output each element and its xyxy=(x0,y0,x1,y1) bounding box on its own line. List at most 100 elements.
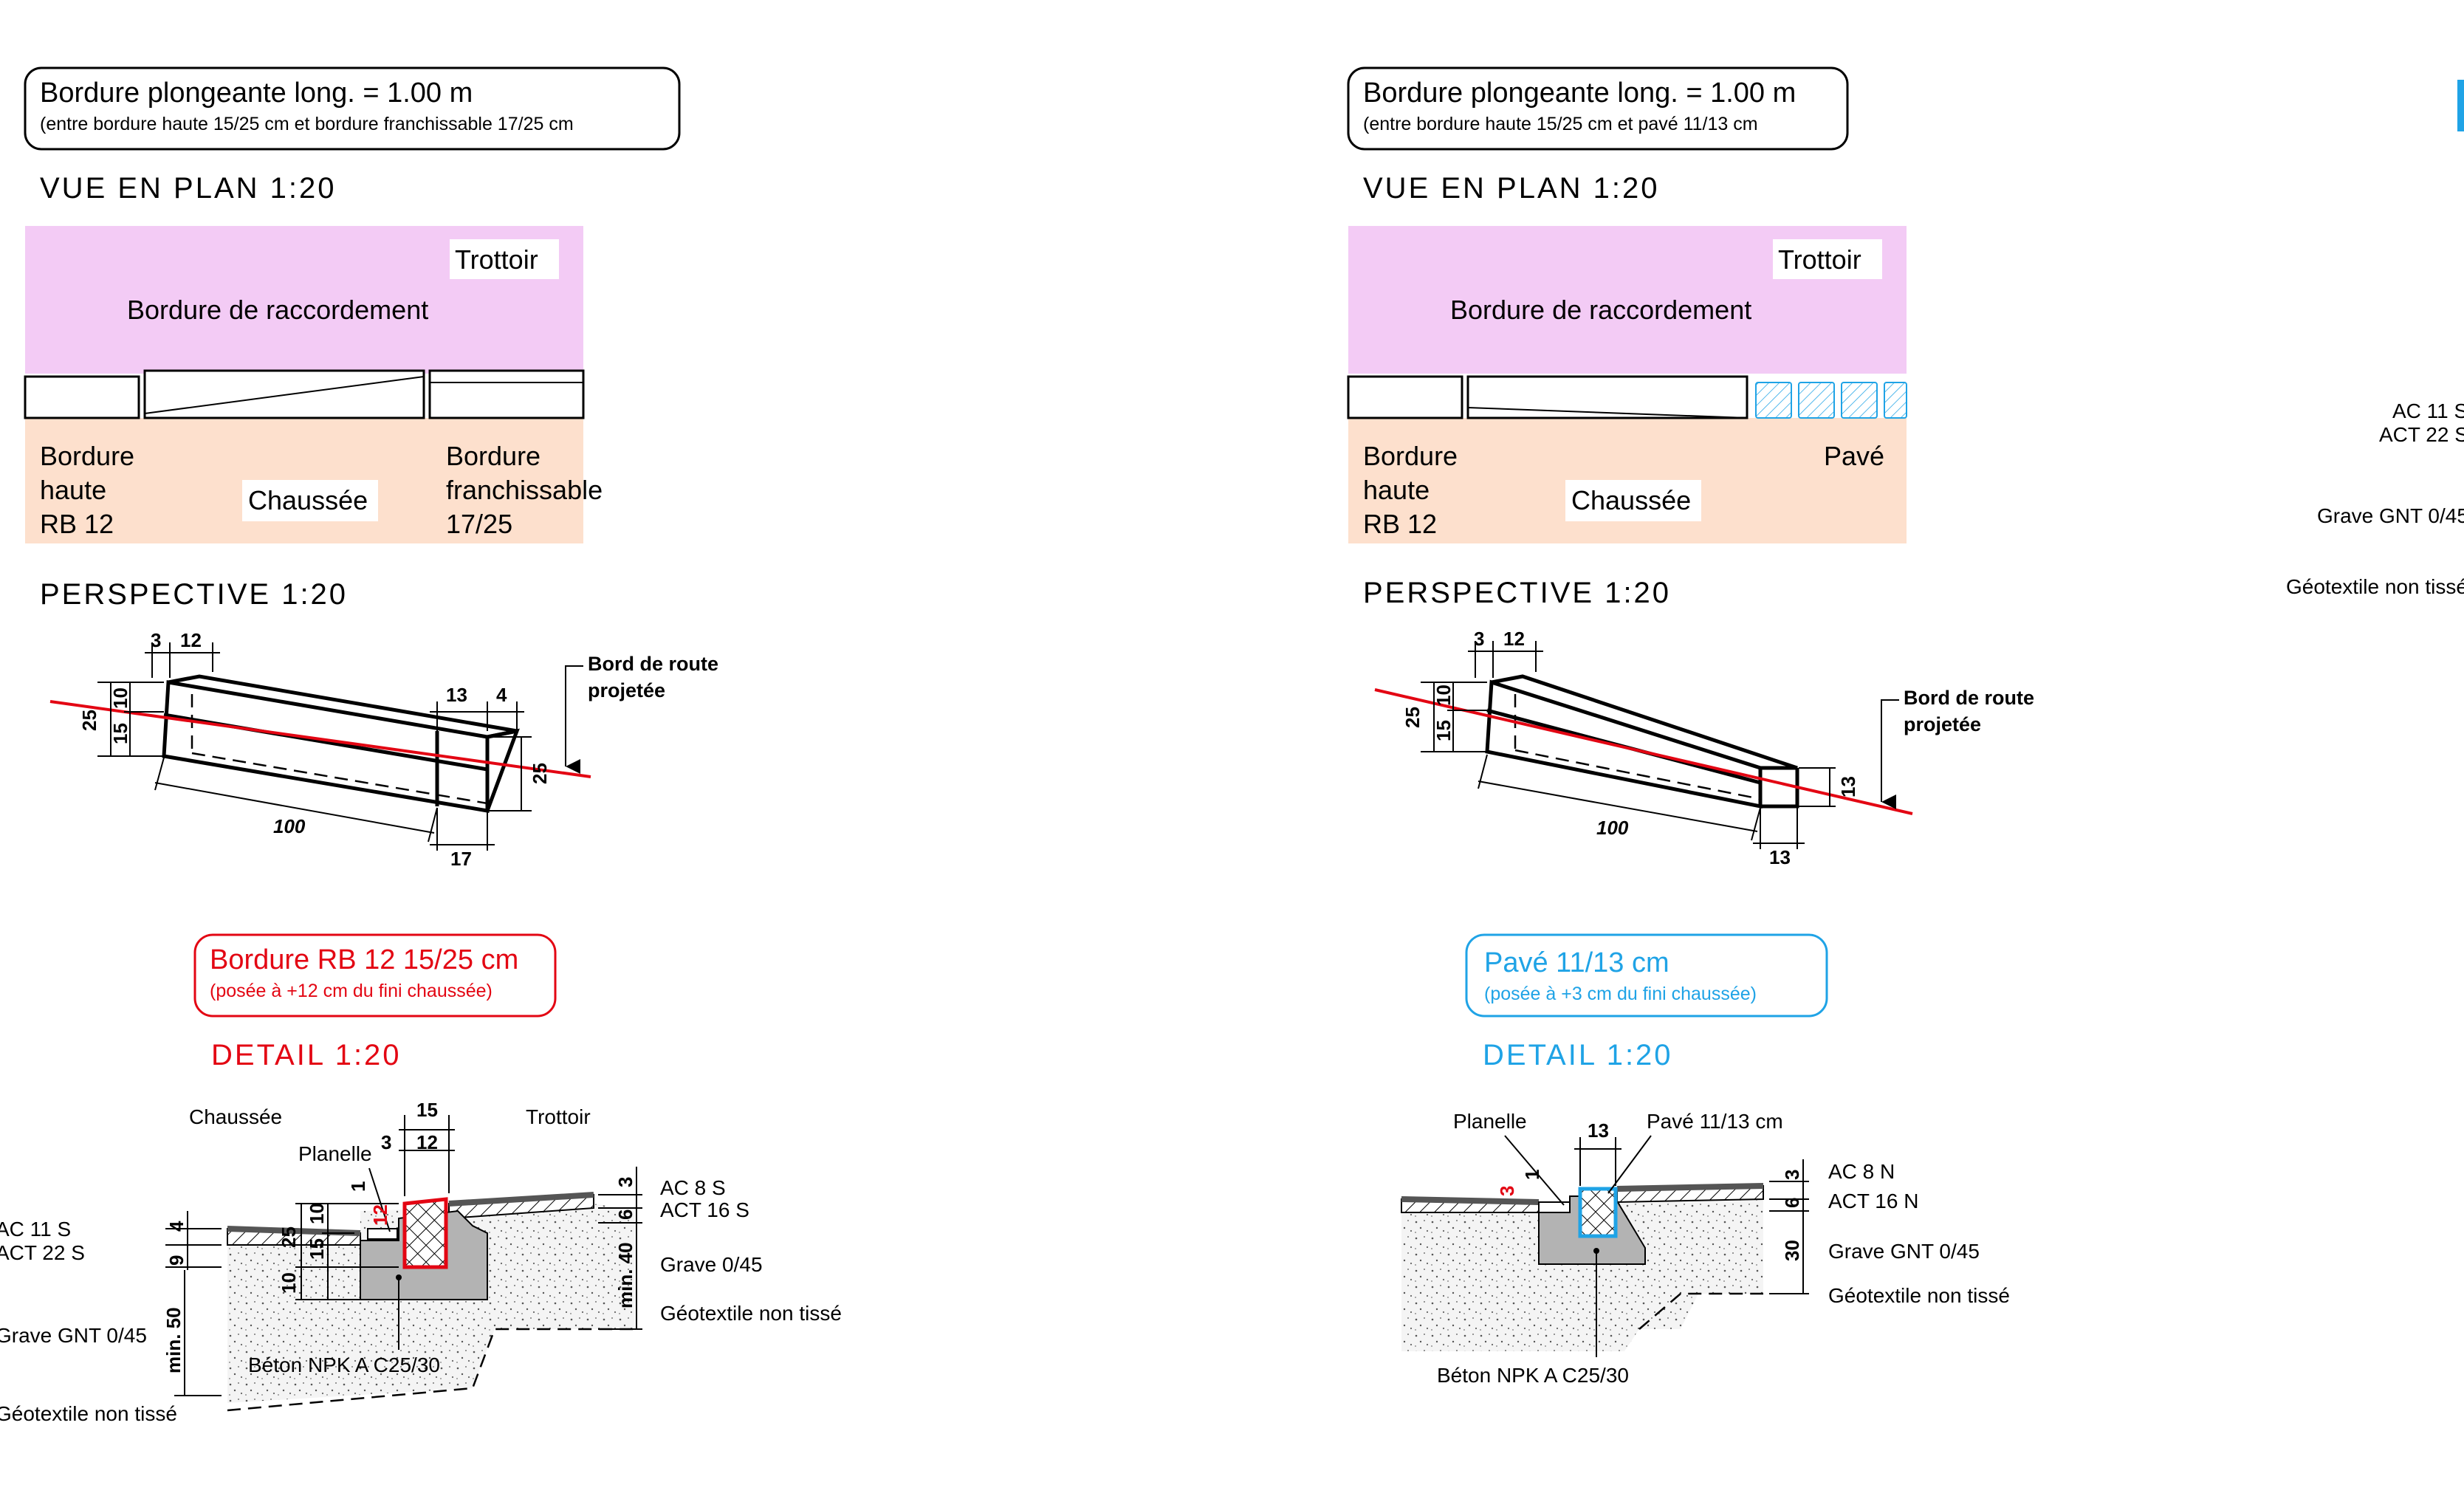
left-road-edge-label-1: Bord de route xyxy=(588,653,718,675)
svg-text:4: 4 xyxy=(165,1221,188,1232)
left-detail-trottoir: Trottoir xyxy=(526,1105,591,1128)
svg-text:4: 4 xyxy=(496,684,507,706)
left-plan-end-label-2: franchissable xyxy=(446,475,603,505)
right-subtitle: (entre bordure haute 15/25 cm et pavé 11… xyxy=(1363,114,1758,134)
svg-text:25: 25 xyxy=(78,710,100,731)
left-detail-gravel xyxy=(227,1204,594,1403)
svg-text:9: 9 xyxy=(165,1255,188,1266)
left-title: Bordure plongeante long. = 1.00 m xyxy=(40,78,473,109)
right-detail-planelle-label: Planelle xyxy=(1453,1110,1527,1133)
left-plan-view: Trottoir Bordure de raccordement Bordure… xyxy=(24,226,603,543)
right-plan-trottoir-label: Trottoir xyxy=(1778,244,1861,275)
right-plan-bordure-haute-2: haute xyxy=(1363,475,1430,505)
svg-text:25: 25 xyxy=(1401,707,1424,728)
svg-text:13: 13 xyxy=(446,684,467,706)
left-plan-raccordement-label: Bordure de raccordement xyxy=(127,295,428,325)
right-title: Bordure plongeante long. = 1.00 m xyxy=(1363,78,1796,109)
svg-text:12: 12 xyxy=(1503,628,1525,650)
left-plan-chaussee-label: Chaussée xyxy=(248,485,368,515)
svg-text:3: 3 xyxy=(381,1131,391,1153)
right-detail-pave-label: Pavé 11/13 cm xyxy=(1647,1110,1783,1133)
left-plan-bordure-haute-2: haute xyxy=(40,475,106,505)
left-road-edge-line xyxy=(49,700,591,778)
far-right-layer-1: ACT 22 S xyxy=(2379,423,2464,446)
left-sheet: Bordure plongeante long. = 1.00 m (entre… xyxy=(0,66,842,1425)
right-plan-view: Trottoir Bordure de raccordement Bordure… xyxy=(1347,226,1907,543)
svg-text:17: 17 xyxy=(450,848,472,870)
right-plan-bordure-haute-3: RB 12 xyxy=(1363,509,1437,539)
far-right-layer-3: Géotextile non tissé xyxy=(2286,575,2464,598)
right-sheet: Bordure plongeante long. = 1.00 m (entre… xyxy=(1347,66,2034,1387)
right-plan-chaussee-label: Chaussée xyxy=(1571,485,1691,515)
right-plan-curb-high xyxy=(1347,375,1463,419)
svg-text:15: 15 xyxy=(109,723,131,744)
left-detail-heading: DETAIL 1:20 xyxy=(211,1039,402,1071)
right-title-box xyxy=(1347,66,1849,151)
left-layer-left-0: AC 11 S xyxy=(0,1218,71,1241)
right-plan-pave-3 xyxy=(1841,382,1878,419)
right-detail-box-title: Pavé 11/13 cm xyxy=(1484,947,1669,978)
left-detail-planelle-label: Planelle xyxy=(298,1142,372,1165)
right-detail-box-sub: (posée à +3 cm du fini chaussée) xyxy=(1484,984,1757,1004)
right-detail-section: Planelle Pavé 11/13 cm 13 3 1 3 6 30 AC … xyxy=(1401,1110,2010,1387)
left-layer-left-3: Géotextile non tissé xyxy=(0,1402,177,1425)
right-perspective-heading: PERSPECTIVE 1:20 xyxy=(1363,577,1671,609)
svg-text:min. 50: min. 50 xyxy=(162,1307,185,1373)
svg-text:13: 13 xyxy=(1837,776,1859,797)
right-detail-beton: Béton NPK A C25/30 xyxy=(1437,1364,1629,1387)
right-layer-right-0: AC 8 N xyxy=(1828,1160,1895,1183)
right-plan-bordure-haute-1: Bordure xyxy=(1363,441,1458,471)
right-layer-right-2: Grave GNT 0/45 xyxy=(1828,1240,1980,1263)
left-plan-curb-low xyxy=(428,369,585,419)
svg-text:10: 10 xyxy=(278,1272,300,1294)
right-road-edge-label-1: Bord de route xyxy=(1904,687,2034,709)
far-right-blue-mark xyxy=(2457,80,2464,131)
left-plan-bordure-haute-3: RB 12 xyxy=(40,509,114,539)
left-detail-box-title: Bordure RB 12 15/25 cm xyxy=(210,944,518,975)
svg-text:3: 3 xyxy=(614,1177,636,1187)
right-plan-pave-4 xyxy=(1884,382,1907,419)
left-plan-trottoir-label: Trottoir xyxy=(455,244,538,275)
svg-text:3: 3 xyxy=(151,629,161,651)
svg-text:13: 13 xyxy=(1588,1119,1609,1142)
right-plan-pave-1 xyxy=(1755,382,1792,419)
right-plan-heading: VUE EN PLAN 1:20 xyxy=(1363,172,1660,205)
left-layer-left-1: ACT 22 S xyxy=(0,1241,85,1264)
svg-text:12: 12 xyxy=(369,1204,391,1226)
svg-text:3: 3 xyxy=(1474,628,1484,650)
left-title-box xyxy=(24,66,681,151)
left-detail-box xyxy=(193,933,557,1018)
left-layer-right-1: ACT 16 S xyxy=(660,1198,749,1221)
right-plan-pave-label: Pavé xyxy=(1824,441,1884,471)
left-layer-right-2: Grave 0/45 xyxy=(660,1253,763,1276)
svg-text:100: 100 xyxy=(1596,817,1629,839)
svg-text:25: 25 xyxy=(529,763,551,784)
right-plan-raccordement-label: Bordure de raccordement xyxy=(1450,295,1751,325)
svg-text:3: 3 xyxy=(1496,1186,1518,1196)
svg-text:15: 15 xyxy=(416,1099,438,1121)
right-layer-right-3: Géotextile non tissé xyxy=(1828,1284,2010,1307)
svg-text:3: 3 xyxy=(1781,1170,1803,1180)
left-subtitle: (entre bordure haute 15/25 cm et bordure… xyxy=(40,114,574,134)
right-road-edge-label-2: projetée xyxy=(1904,713,1981,735)
svg-text:10: 10 xyxy=(1432,684,1455,706)
svg-text:30: 30 xyxy=(1781,1240,1803,1261)
right-layer-right-1: ACT 16 N xyxy=(1828,1190,1918,1212)
right-detail-heading: DETAIL 1:20 xyxy=(1483,1039,1673,1071)
left-detail-beton: Béton NPK A C25/30 xyxy=(248,1353,440,1376)
svg-text:12: 12 xyxy=(180,629,202,651)
left-plan-end-label-3: 17/25 xyxy=(446,509,512,539)
left-detail-box-sub: (posée à +12 cm du fini chaussée) xyxy=(210,981,493,1001)
far-right-partial: AC 11 S ACT 22 S Grave GNT 0/45 Géotexti… xyxy=(2286,80,2464,598)
left-plan-end-label-1: Bordure xyxy=(446,441,540,471)
right-perspective: 3 12 25 10 15 13 100 13 Bord de route pr… xyxy=(1374,628,2034,868)
svg-text:12: 12 xyxy=(416,1131,438,1153)
left-detail-section: Chaussée Trottoir Planelle 15 3 12 1 12 … xyxy=(0,1099,842,1425)
left-detail-curb xyxy=(402,1197,448,1269)
left-layer-left-2: Grave GNT 0/45 xyxy=(0,1324,147,1347)
svg-text:6: 6 xyxy=(1781,1198,1803,1208)
left-plan-heading: VUE EN PLAN 1:20 xyxy=(40,172,337,205)
right-plan-pave-2 xyxy=(1798,382,1835,419)
right-detail-pave xyxy=(1578,1187,1618,1238)
svg-text:10: 10 xyxy=(306,1203,328,1224)
